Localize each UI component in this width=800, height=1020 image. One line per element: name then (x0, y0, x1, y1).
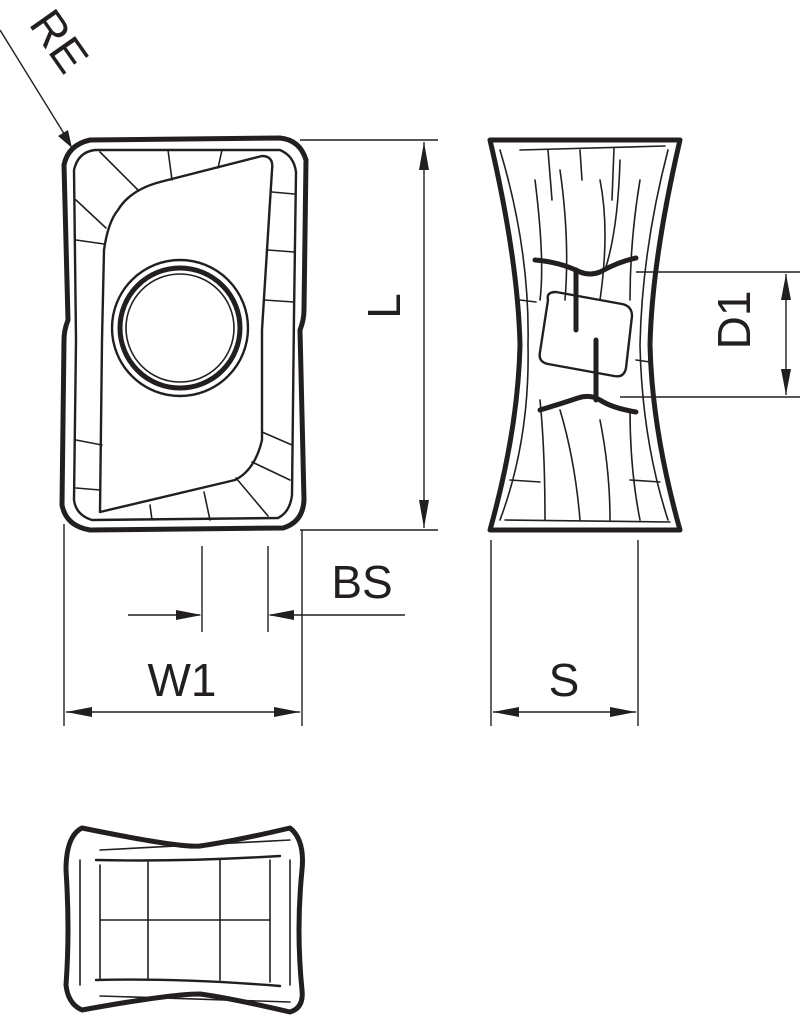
bottom-view-outline (63, 825, 305, 1015)
bs-label: BS (331, 556, 392, 608)
bottom-view-internal-lines (79, 839, 291, 1003)
s-label: S (549, 654, 580, 706)
facet-lines (75, 149, 295, 521)
l-arrow-top (419, 142, 429, 170)
s-arrow-left (493, 707, 519, 717)
bs-arrow-right (268, 610, 294, 620)
side-view-outline (487, 137, 683, 533)
side-view-internal-lines (499, 145, 671, 523)
mounting-hole-outer (110, 258, 250, 398)
s-arrow-right (610, 707, 636, 717)
mounting-hole-middle (117, 265, 243, 391)
side-view (487, 137, 683, 533)
l-label: L (358, 293, 410, 319)
top-view (59, 135, 309, 533)
w1-label: W1 (148, 654, 217, 706)
w1-arrow-left (66, 707, 92, 717)
l-arrow-bottom (419, 500, 429, 528)
re-leader-line (0, 29, 69, 141)
d1-label: D1 (708, 291, 760, 350)
w1-arrow-right (274, 707, 300, 717)
top-view-inner-rim (72, 148, 298, 522)
re-arrowhead (58, 130, 72, 148)
chipbreaker-lower (537, 393, 639, 415)
d1-arrow-bottom (781, 369, 791, 395)
chipbreaker-upper-left (532, 255, 639, 277)
side-view-hole-section (538, 290, 634, 378)
rake-face (98, 154, 274, 514)
d1-arrow-top (781, 274, 791, 300)
dimensions (0, 29, 800, 726)
bottom-view (63, 825, 305, 1015)
bs-arrow-left (176, 610, 202, 620)
top-view-outline (59, 135, 309, 533)
mounting-hole-inner (125, 273, 235, 383)
re-label: RE (20, 0, 99, 82)
